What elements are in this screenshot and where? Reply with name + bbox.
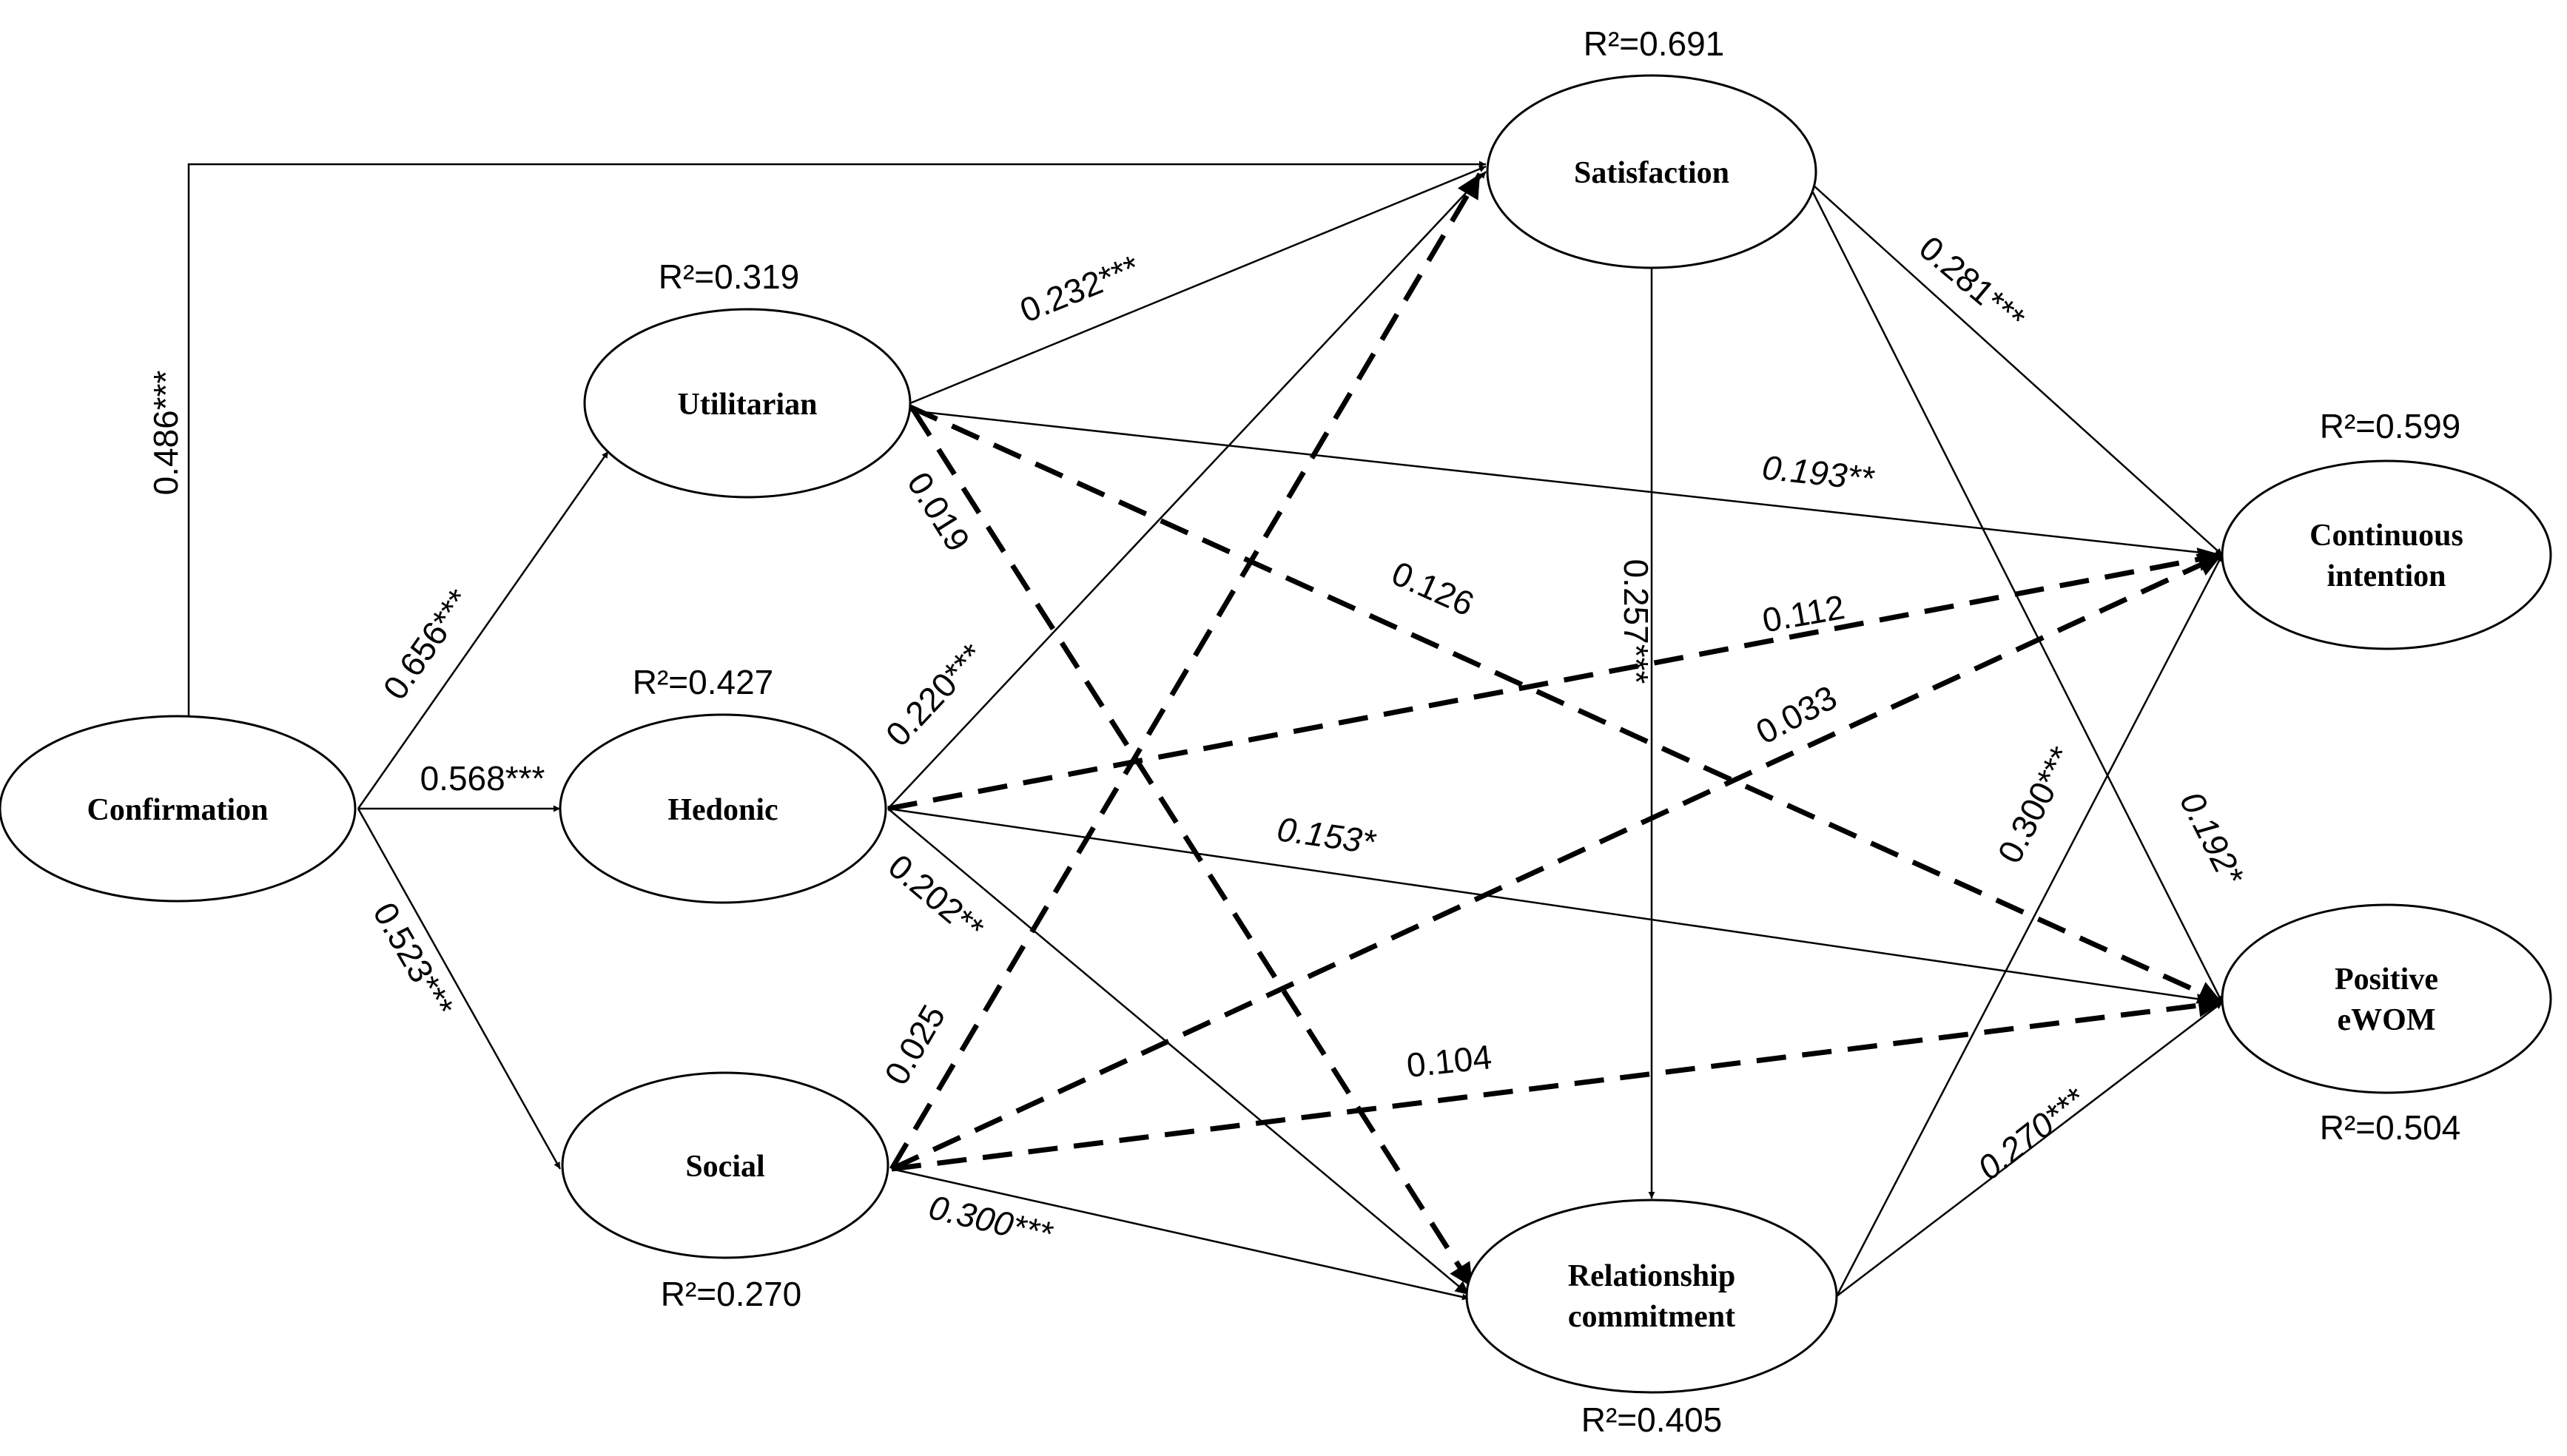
edge-label-util-ci: 0.193** [1760, 448, 1877, 498]
node-confirmation-ellipse [0, 715, 357, 903]
node-ewom-label-line2: eWOM [2338, 1003, 2436, 1037]
edge-label-soc-ewom: 0.104 [1404, 1037, 1493, 1085]
edge-hed-ewom [887, 807, 2223, 1005]
edge-soc-ci [890, 552, 2224, 1172]
node-relationship-label-line1: Relationship [1568, 1259, 1735, 1293]
edge-label-conf-soc: 0.523*** [366, 896, 461, 1023]
edge-label-sat-ewom: 0.192* [2173, 786, 2253, 892]
node-utilitarian-r2: R²=0.319 [659, 257, 800, 296]
edge-label-hed-rc: 0.202** [881, 846, 992, 948]
node-satisfaction-ellipse [1486, 74, 1817, 269]
node-relationship-ellipse [1465, 1199, 1838, 1394]
edge-label-conf-util: 0.656*** [375, 582, 478, 707]
edge-conf-soc [357, 808, 562, 1170]
edge-conf-util [357, 451, 610, 809]
node-confirmation-label: Confirmation [87, 793, 269, 827]
edge-hed-sat [887, 171, 1487, 809]
node-continuous-label-line2: intention [2327, 559, 2446, 593]
edge-sat-ci [1812, 184, 2223, 556]
edge-util-ci [909, 409, 2223, 558]
node-hedonic-label: Hedonic [667, 793, 778, 827]
edge-util-sat [909, 165, 1487, 405]
edge-label-soc-rc: 0.300*** [926, 1187, 1057, 1253]
edge-label-sat-ci: 0.281*** [1912, 229, 2033, 338]
node-hedonic-ellipse [559, 713, 887, 904]
node-relationship-label-line2: commitment [1568, 1300, 1735, 1334]
node-ewom-label-line1: Positive [2335, 963, 2438, 997]
edge-label-conf-hed: 0.568*** [420, 759, 545, 798]
node-hedonic: Hedonic R²=0.427 [559, 663, 887, 904]
node-satisfaction: Satisfaction R²=0.691 [1486, 24, 1817, 269]
edge-soc-rc [891, 1167, 1470, 1301]
edge-labels-layer: 0.486*** 0.656*** 0.568*** 0.523*** 0.232***… [147, 229, 2253, 1254]
node-utilitarian: Utilitarian R²=0.319 [583, 257, 912, 499]
node-positive-ewom: Positive eWOM R²=0.504 [2221, 903, 2552, 1147]
edge-label-rc-ci: 0.300*** [1990, 741, 2081, 869]
node-social-label: Social [685, 1150, 764, 1184]
edge-label-rc-ewom: 0.270*** [1971, 1079, 2094, 1187]
edge-label-util-rc: 0.019 [900, 465, 978, 558]
edge-label-soc-sat: 0.025 [877, 998, 953, 1091]
node-social: Social R²=0.270 [561, 1071, 889, 1313]
edge-util-ewom [909, 404, 2224, 1005]
node-utilitarian-label: Utilitarian [678, 388, 818, 422]
edge-label-sat-rc: 0.257*** [1617, 559, 1655, 684]
edge-label-conf-sat: 0.486*** [147, 370, 185, 495]
node-continuous-ellipse [2221, 459, 2552, 650]
edge-util-rc [912, 409, 1475, 1289]
node-continuous-r2: R²=0.599 [2320, 407, 2461, 445]
node-satisfaction-r2: R²=0.691 [1584, 24, 1725, 63]
edges-layer [187, 161, 2224, 1301]
node-social-ellipse [561, 1071, 889, 1259]
edge-soc-sat [889, 172, 1483, 1170]
edge-label-hed-ewom: 0.153* [1275, 809, 1379, 861]
edge-label-util-ewom: 0.126 [1386, 553, 1479, 623]
edge-rc-ci [1835, 554, 2224, 1297]
node-continuous-label-line1: Continuous [2309, 519, 2463, 553]
edge-rc-ewom [1836, 1002, 2223, 1297]
node-continuous-intention: Continuous intention R²=0.599 [2221, 407, 2552, 650]
node-satisfaction-label: Satisfaction [1574, 156, 1729, 190]
node-relationship-r2: R²=0.405 [1581, 1401, 1723, 1439]
edge-label-soc-ci: 0.033 [1749, 678, 1843, 752]
edge-hed-rc [887, 808, 1470, 1295]
nodes-layer: Confirmation Utilitarian R²=0.319 Hedoni… [0, 24, 2552, 1439]
node-confirmation: Confirmation [0, 715, 357, 903]
node-ewom-r2: R²=0.504 [2320, 1108, 2461, 1147]
node-hedonic-r2: R²=0.427 [633, 663, 774, 701]
edge-sat-ewom [1811, 192, 2224, 1003]
node-relationship-commitment: Relationship commitment R²=0.405 [1465, 1199, 1838, 1439]
edge-label-hed-ci: 0.112 [1760, 587, 1848, 640]
edge-label-util-sat: 0.232*** [1015, 247, 1145, 329]
node-ewom-ellipse [2221, 903, 2552, 1094]
edge-conf-sat [187, 161, 1486, 716]
node-utilitarian-ellipse [583, 308, 912, 499]
node-social-r2: R²=0.270 [661, 1275, 802, 1313]
edge-label-hed-sat: 0.220*** [878, 636, 992, 754]
edge-soc-ewom [891, 994, 2223, 1172]
